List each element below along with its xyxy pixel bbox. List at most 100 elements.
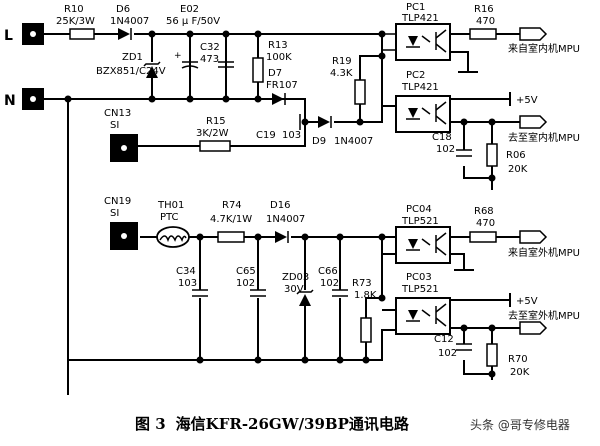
- D6-value: 1N4007: [110, 16, 149, 27]
- D9-value: 1N4007: [334, 136, 373, 147]
- resistor-R73: R73 1.8K: [352, 278, 377, 343]
- optocoupler-PC03: PC03 TLP521: [395, 272, 451, 335]
- C18-ref: C18: [432, 132, 452, 143]
- resistor-R68: R68 470: [469, 206, 520, 243]
- D9-ref: D9: [312, 136, 326, 147]
- R74-ref: R74: [222, 200, 242, 211]
- C32-value: 473: [200, 54, 219, 65]
- R06-value: 20K: [508, 164, 528, 175]
- figure-title: 海信KFR-26GW/39BP通讯电路: [175, 415, 409, 433]
- TH01-ref: TH01: [157, 200, 184, 211]
- capacitor-E02: + E02 56 μ F/50V: [166, 4, 220, 69]
- ZD03-ref: ZD03: [282, 272, 309, 283]
- C18-value: 102: [436, 144, 455, 155]
- C32-ref: C32: [200, 42, 220, 53]
- R10-value: 25K/3W: [56, 16, 95, 27]
- R70-ref: R70: [508, 354, 528, 365]
- CN13-ref: CN13: [104, 108, 131, 119]
- PC04-value: TLP521: [401, 216, 439, 227]
- capacitor-C18: C18 102: [432, 132, 472, 157]
- C65-value: 102: [236, 278, 255, 289]
- R68-ref: R68: [474, 206, 494, 217]
- E02-ref: E02: [180, 4, 199, 15]
- R16-value: 470: [476, 16, 495, 27]
- R13-value: 100K: [266, 52, 292, 63]
- diode-D6: D6 1N4007: [110, 4, 149, 40]
- capacitor-C32: C32 473: [200, 42, 234, 68]
- R68-value: 470: [476, 218, 495, 229]
- PC2-value: TLP421: [401, 82, 439, 93]
- D7-ref: D7: [268, 68, 282, 79]
- terminal-L: L: [4, 23, 44, 45]
- resistor-R70: R70 20K: [486, 343, 530, 378]
- arrow-from-indoor: 来自室内机MPU: [508, 27, 580, 55]
- R74-value: 4.7K/1W: [210, 214, 252, 225]
- E02-value: 56 μ F/50V: [166, 16, 220, 27]
- connector-CN19: CN19 SI: [104, 196, 138, 250]
- svg-text:+: +: [174, 51, 182, 61]
- CN13-value: SI: [110, 120, 119, 131]
- PC03-value: TLP521: [401, 284, 439, 295]
- C19-ref: C19: [256, 130, 276, 141]
- figure-caption: 图 3 海信KFR-26GW/39BP通讯电路: [135, 413, 419, 434]
- arrow-to-indoor: 去至室内机MPU: [508, 115, 580, 144]
- TH01-value: PTC: [160, 212, 179, 223]
- CN19-value: SI: [110, 208, 119, 219]
- terminal-N: N: [4, 88, 44, 110]
- C65-ref: C65: [236, 266, 256, 277]
- capacitor-C34: C34 103: [176, 266, 208, 297]
- ZD03-value: 30V: [284, 284, 304, 295]
- connector-CN13: CN13 SI: [104, 108, 138, 162]
- R73-ref: R73: [352, 278, 372, 289]
- R13-ref: R13: [268, 40, 288, 51]
- C19-value: 103: [282, 130, 301, 141]
- C66-ref: C66: [318, 266, 338, 277]
- junction-dots: [64, 30, 496, 378]
- capacitor-C65: C65 102: [236, 266, 266, 297]
- terminal-N-label: N: [4, 93, 16, 109]
- arrow-to-outdoor: 去至室外机MPU: [508, 309, 580, 335]
- resistor-R74: R74 4.7K/1W: [210, 200, 252, 243]
- capacitor-C66: C66 102: [318, 266, 348, 297]
- signal-to-indoor: 去至室内机MPU: [508, 131, 580, 144]
- signal-vcc1: +5V: [516, 95, 538, 106]
- signal-from-outdoor: 来自室外机MPU: [508, 246, 580, 259]
- C34-ref: C34: [176, 266, 196, 277]
- resistor-R06: R06 20K: [486, 143, 528, 175]
- signal-from-indoor: 来自室内机MPU: [508, 42, 580, 55]
- optocoupler-PC1: PC1 TLP421: [382, 2, 451, 61]
- PC04-ref: PC04: [406, 204, 432, 215]
- zener-ZD1: ZD1 BZX851/C24V: [96, 52, 166, 78]
- arrow-from-outdoor: 来自室外机MPU: [508, 230, 580, 259]
- signal-to-outdoor: 去至室外机MPU: [508, 309, 580, 322]
- thermistor-TH01: TH01 PTC: [156, 200, 190, 248]
- R70-value: 20K: [510, 367, 530, 378]
- resistor-R13: R13 100K: [252, 40, 292, 83]
- C34-value: 103: [178, 278, 197, 289]
- PC2-ref: PC2: [406, 70, 425, 81]
- D16-value: 1N4007: [266, 214, 305, 225]
- R16-ref: R16: [474, 4, 494, 15]
- CN19-ref: CN19: [104, 196, 131, 207]
- R15-ref: R15: [206, 116, 226, 127]
- ZD1-ref: ZD1: [122, 52, 143, 63]
- C12-ref: C12: [434, 334, 454, 345]
- diode-D9: D9 1N4007: [312, 116, 373, 147]
- PC1-ref: PC1: [406, 2, 425, 13]
- C66-value: 102: [320, 278, 339, 289]
- D7-value: FR107: [266, 80, 298, 91]
- D6-ref: D6: [116, 4, 130, 15]
- C12-value: 102: [438, 348, 457, 359]
- arrow-vcc-upper: +5V: [509, 92, 538, 106]
- figure-number: 图 3: [135, 415, 166, 433]
- signal-vcc2: +5V: [516, 296, 538, 307]
- R15-value: 3K/2W: [196, 128, 229, 139]
- R19-ref: R19: [332, 56, 352, 67]
- D16-ref: D16: [270, 200, 290, 211]
- PC03-ref: PC03: [406, 272, 432, 283]
- R10-ref: R10: [64, 4, 84, 15]
- R73-value: 1.8K: [354, 290, 377, 301]
- R19-value: 4.3K: [330, 68, 353, 79]
- optocoupler-PC04: PC04 TLP521: [395, 204, 451, 264]
